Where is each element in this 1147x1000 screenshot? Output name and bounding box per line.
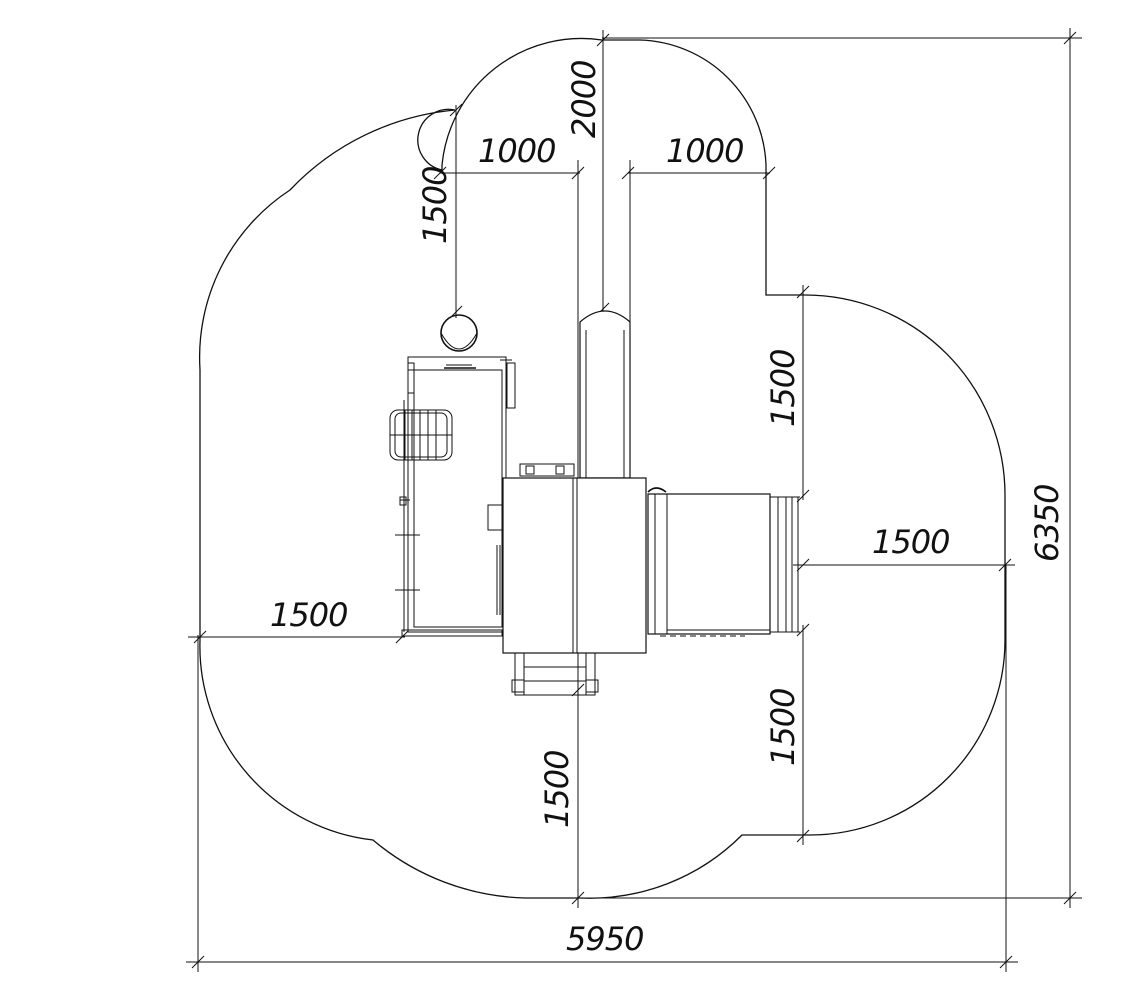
dim-label-left-width: 1500 bbox=[270, 596, 347, 634]
dim-label-right-lower-height: 1500 bbox=[764, 689, 802, 766]
dim-label-left-ring-height: 1500 bbox=[416, 167, 454, 244]
seat-icon bbox=[389, 409, 453, 461]
dimension-lines bbox=[186, 28, 1082, 972]
dim-label-top-left: 1000 bbox=[478, 132, 555, 170]
dim-label-bottom-height: 1500 bbox=[538, 751, 576, 828]
dim-label-right-width: 1500 bbox=[872, 523, 949, 561]
dim-label-right-upper-height: 1500 bbox=[764, 350, 802, 427]
dim-label-top-height: 2000 bbox=[565, 61, 603, 138]
dim-label-total-height: 6350 bbox=[1028, 485, 1066, 562]
dimension-labels: 1000 1000 2000 1500 1500 1500 1500 1500 … bbox=[270, 61, 1066, 958]
dim-label-top-right: 1000 bbox=[666, 132, 743, 170]
safety-zone-outline bbox=[198, 37, 1006, 899]
ring-icon bbox=[440, 314, 478, 352]
equipment-plan bbox=[389, 310, 800, 696]
dim-label-total-width: 5950 bbox=[566, 920, 643, 958]
